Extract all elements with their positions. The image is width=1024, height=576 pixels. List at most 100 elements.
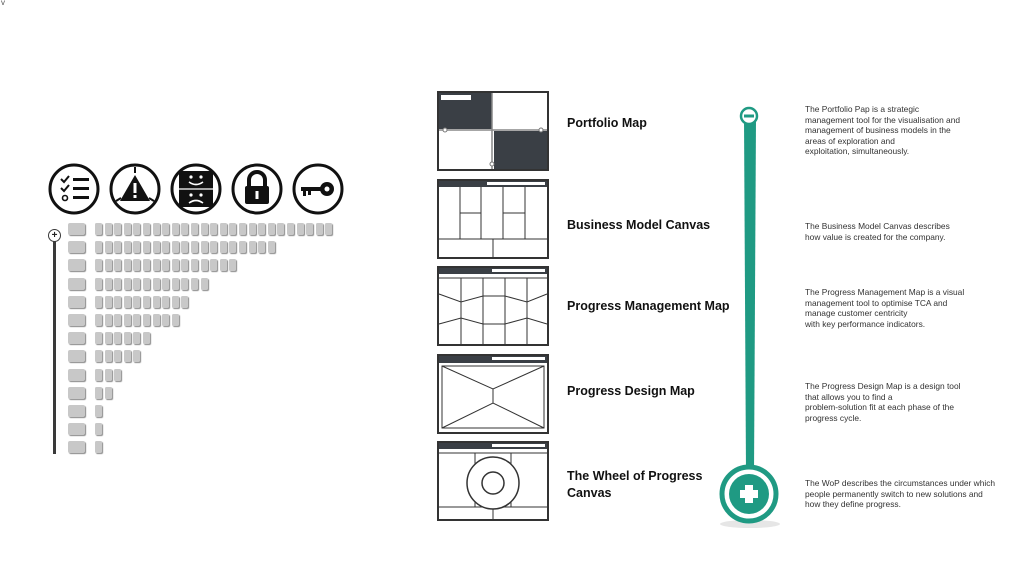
business-model-canvas-thumbnail bbox=[437, 179, 549, 259]
tool-title-line: The Wheel of Progress bbox=[567, 469, 703, 483]
grid-cell bbox=[123, 241, 131, 254]
tool-title-business-model-canvas: Business Model Canvas bbox=[567, 218, 711, 232]
grid-cell bbox=[219, 241, 227, 254]
grid-cell bbox=[123, 295, 131, 308]
grid-cell bbox=[114, 350, 122, 363]
grid-cell bbox=[191, 241, 198, 254]
grid-cell bbox=[181, 241, 189, 254]
grid-cell bbox=[114, 241, 122, 254]
grid-cell bbox=[200, 277, 208, 290]
grid-cell bbox=[152, 277, 160, 290]
grid-cell bbox=[200, 223, 208, 235]
wheel-of-progress-canvas-thumbnail bbox=[437, 441, 549, 521]
grid-cell bbox=[143, 277, 150, 290]
grid-cell bbox=[171, 259, 179, 272]
corner-mark: v bbox=[1, 0, 5, 7]
progress-design-map-thumbnail bbox=[437, 354, 549, 434]
description-progress-management-map: The Progress Management Map is a visual … bbox=[805, 287, 995, 329]
description-line: problem-solution fit at each phase of th… bbox=[805, 402, 954, 412]
description-line: The Progress Management Map is a visual bbox=[805, 287, 965, 297]
description-line: progress cycle. bbox=[805, 412, 862, 423]
grid-cell bbox=[104, 277, 112, 290]
key-icon bbox=[292, 163, 344, 215]
grid-cell bbox=[210, 223, 218, 235]
grid-cell bbox=[114, 295, 122, 308]
minus-icon bbox=[739, 106, 759, 126]
grid-cell bbox=[123, 332, 131, 345]
grid-cell bbox=[171, 295, 179, 308]
grid-cell bbox=[162, 277, 170, 290]
grid-cell bbox=[162, 314, 170, 326]
row-label-box bbox=[68, 223, 85, 235]
description-line: The Progress Design Map is a design tool bbox=[805, 381, 961, 391]
grid-cell bbox=[95, 223, 102, 235]
grid-cell bbox=[143, 332, 150, 345]
grid-cell bbox=[296, 223, 304, 235]
description-business-model-canvas: The Business Model Canvas describes how … bbox=[805, 221, 995, 242]
grid-cell bbox=[162, 259, 170, 272]
grid-cell bbox=[123, 350, 131, 363]
grid-cell bbox=[123, 277, 131, 290]
icon-row bbox=[48, 163, 344, 215]
grid-cell bbox=[114, 314, 122, 326]
description-line: management tool for the visualisation an… bbox=[805, 114, 961, 125]
grid-cell bbox=[104, 223, 112, 235]
grid-cell bbox=[95, 441, 102, 454]
grid-cell bbox=[219, 223, 227, 235]
grid-cell bbox=[114, 332, 122, 345]
grid-cell bbox=[123, 259, 131, 272]
grid-cell bbox=[229, 223, 237, 235]
grid-cell bbox=[133, 223, 141, 235]
grid-cell bbox=[210, 241, 218, 254]
grid-cell bbox=[104, 241, 112, 254]
tool-title-portfolio-map: Portfolio Map bbox=[567, 116, 647, 130]
axis-plus-icon: + bbox=[48, 229, 61, 242]
description-line: The Business Model Canvas describes bbox=[805, 221, 950, 231]
grid-cell bbox=[267, 223, 275, 235]
grid-cell bbox=[104, 368, 112, 381]
grid-cell bbox=[95, 386, 102, 399]
description-line: The WoP describes the circumstances unde… bbox=[805, 478, 996, 488]
grid-cell bbox=[248, 241, 256, 254]
grid-cell bbox=[306, 223, 314, 235]
grid-cell bbox=[287, 223, 294, 235]
row-label-box bbox=[68, 441, 85, 454]
grid-cell bbox=[104, 350, 112, 363]
row-label-box bbox=[68, 386, 85, 399]
grid-cell bbox=[143, 241, 150, 254]
tool-title-progress-management-map: Progress Management Map bbox=[567, 299, 730, 313]
grid-cell bbox=[181, 277, 189, 290]
grid-cell bbox=[133, 332, 141, 345]
grid-cell bbox=[133, 350, 141, 363]
grid-cell bbox=[133, 295, 141, 308]
grid-cell bbox=[171, 277, 179, 290]
tool-title-line: Canvas bbox=[567, 486, 612, 500]
grid-cell bbox=[152, 241, 160, 254]
grid-cell bbox=[95, 295, 102, 308]
grid-cell bbox=[277, 223, 285, 235]
description-line: management tool to optimise TCA and bbox=[805, 297, 948, 308]
grid-cell bbox=[171, 241, 179, 254]
row-label-box bbox=[68, 295, 85, 308]
bar-grid: + bbox=[46, 220, 346, 460]
plus-icon bbox=[719, 464, 779, 524]
description-line: areas of exploration and bbox=[805, 135, 895, 146]
grid-cell bbox=[162, 223, 170, 235]
tool-title-wheel-of-progress-canvas: The Wheel of Progress Canvas bbox=[567, 468, 737, 502]
happy-sad-face-icon bbox=[170, 163, 222, 215]
grid-cell bbox=[123, 314, 131, 326]
grid-cell bbox=[95, 423, 102, 436]
grid-cell bbox=[267, 241, 275, 254]
grid-cell bbox=[95, 332, 102, 345]
description-line: manage customer centricity bbox=[805, 308, 908, 318]
grid-cell bbox=[104, 314, 112, 326]
grid-cell bbox=[239, 223, 246, 235]
portfolio-map-thumbnail bbox=[437, 91, 549, 171]
row-label-box bbox=[68, 350, 85, 363]
description-portfolio-map: The Portfolio Pap is a strategic managem… bbox=[805, 104, 995, 157]
grid-cell bbox=[239, 241, 246, 254]
description-line: The Portfolio Pap is a strategic bbox=[805, 104, 920, 114]
grid-cell bbox=[258, 223, 266, 235]
progress-management-map-thumbnail bbox=[437, 266, 549, 346]
row-label-box bbox=[68, 332, 85, 345]
